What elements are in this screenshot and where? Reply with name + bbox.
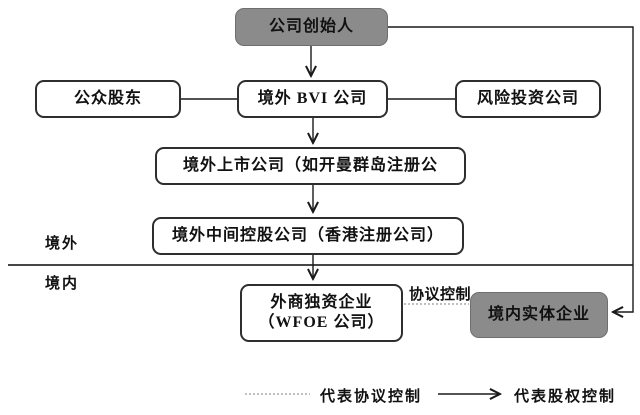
node-venture-capital-company: 风险投资公司 [455,80,601,118]
node-domestic-entity-label: 境内实体企业 [487,306,590,323]
legend-agreement-control-label: 代表协议控制 [320,389,423,405]
node-company-founder: 公司创始人 [235,8,388,46]
node-wfoe-company: 外商独资企业 （WFOE 公司） [240,284,403,342]
legend-equity-control-label: 代表股权控制 [514,389,617,405]
node-public-shareholders: 公众股东 [35,80,181,118]
node-offshore-intermediate-holding-label: 境外中间控股公司（香港注册公司） [171,227,444,244]
node-offshore-bvi-company: 境外 BVI 公司 [237,80,388,118]
offshore-region-label: 境外 [45,236,80,252]
onshore-region-label: 境内 [45,276,80,292]
node-wfoe-line1: 外商独资企业 [270,294,373,311]
agreement-control-label: 协议控制 [409,287,472,303]
node-company-founder-label: 公司创始人 [268,18,354,35]
node-offshore-listed-company: 境外上市公司（如开曼群岛注册公 [155,147,466,185]
node-public-shareholders-label: 公众股东 [73,90,142,107]
node-offshore-bvi-company-label: 境外 BVI 公司 [257,90,368,107]
node-domestic-entity: 境内实体企业 [470,292,608,338]
node-offshore-listed-company-label: 境外上市公司（如开曼群岛注册公 [182,157,438,174]
node-offshore-intermediate-holding: 境外中间控股公司（香港注册公司） [152,217,464,255]
equity-arrow-founder-to-domestic [388,26,634,312]
node-wfoe-company-label: 外商独资企业 （WFOE 公司） [259,293,385,333]
node-venture-capital-company-label: 风险投资公司 [476,90,579,107]
node-wfoe-line2: （WFOE 公司） [258,314,385,331]
